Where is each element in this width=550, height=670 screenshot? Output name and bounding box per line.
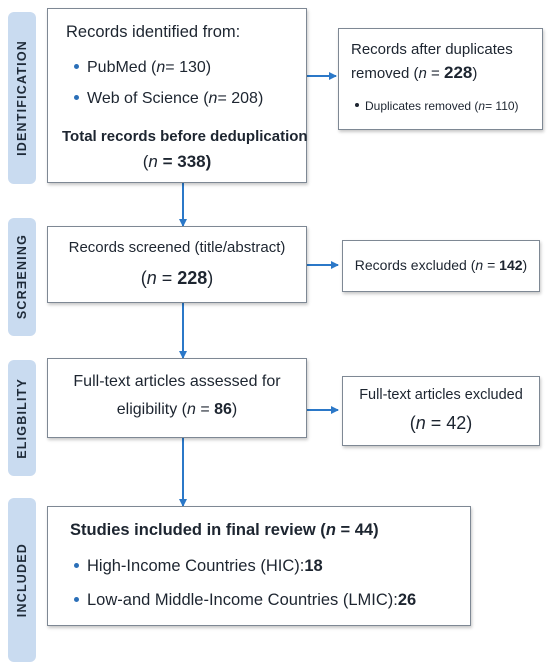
dedup-box: Records after duplicates removed (n = 22…: [338, 28, 543, 130]
identification-heading: Records identified from:: [66, 23, 241, 41]
fulltext-n: n: [415, 413, 426, 433]
dedup-line2: removed (n = 228): [351, 63, 477, 83]
hic-value: 18: [304, 557, 323, 575]
screening-close: ): [207, 268, 214, 288]
total-records-value: (n = 338): [48, 152, 306, 172]
source-pubmed-n: n: [156, 59, 166, 76]
total-n: n: [148, 152, 158, 171]
included-eq: =: [335, 521, 355, 539]
source-pubmed-label: PubMed (: [87, 59, 157, 76]
duplicates-n: n: [478, 99, 486, 113]
dedup-pre: removed (: [351, 65, 419, 82]
source-web-of-science: Web of Science (n = 208): [74, 90, 263, 108]
duplicates-value: = 110): [485, 99, 519, 113]
eligibility-box: Full-text articles assessed for eligibil…: [47, 358, 307, 438]
phase-eligibility: ELIGBILITY: [8, 360, 36, 476]
fulltext-excluded-line2: (n = 42): [343, 413, 539, 434]
included-n: n: [325, 521, 336, 539]
duplicates-removed: Duplicates removed (n = 110): [355, 99, 519, 113]
total-records-label: Total records before deduplication: [62, 128, 308, 145]
eligibility-close: ): [231, 401, 238, 418]
total-open: (: [142, 152, 149, 171]
lmic-label: Low-and Middle-Income Countries (LMIC):: [87, 591, 398, 609]
excluded-text: Records excluded (n = 142): [343, 257, 539, 273]
excluded-box: Records excluded (n = 142): [342, 240, 540, 292]
excluded-eq: =: [483, 257, 500, 273]
screening-n: n: [146, 268, 157, 288]
duplicates-label: Duplicates removed (: [365, 99, 479, 113]
screening-value: 228: [177, 268, 208, 288]
dedup-line1: Records after duplicates: [351, 41, 513, 58]
dedup-n: n: [418, 65, 427, 82]
bullet-dot: [355, 103, 359, 107]
source-wos-n: n: [208, 90, 218, 107]
fulltext-eq: =: [425, 413, 447, 433]
included-box: Studies included in final review (n = 44…: [47, 506, 471, 626]
screening-open: (: [140, 268, 147, 288]
bullet-dot: [74, 597, 79, 602]
hic-label: High-Income Countries (HIC):: [87, 557, 305, 575]
fulltext-value: 42: [446, 413, 467, 433]
fulltext-open: (: [409, 413, 416, 433]
eligibility-line1: Full-text articles assessed for: [73, 373, 281, 390]
included-close: ): [373, 521, 379, 539]
source-pubmed: PubMed (n = 130): [74, 59, 211, 77]
fulltext-excluded-line1: Full-text articles excluded: [359, 387, 523, 403]
eligibility-eq: =: [195, 401, 215, 418]
fulltext-excluded-box: Full-text articles excluded (n = 42): [342, 376, 540, 446]
excluded-n: n: [475, 257, 484, 273]
lmic-value: 26: [397, 591, 417, 609]
identification-box: Records identified from: PubMed (n = 130…: [47, 8, 308, 183]
bullet-dot: [74, 563, 79, 568]
excluded-label: Records excluded (: [354, 257, 476, 273]
total-value: = 338): [157, 152, 212, 171]
bullet-dot: [74, 64, 79, 69]
dedup-eq: =: [426, 65, 444, 82]
dedup-close: ): [472, 65, 478, 82]
included-value: 44: [354, 521, 374, 539]
dedup-value: 228: [443, 63, 473, 82]
source-wos-value: = 208): [217, 90, 264, 107]
eligibility-value: 86: [214, 401, 232, 418]
eligibility-line2: eligibility (n = 86): [48, 401, 306, 419]
source-pubmed-value: = 130): [165, 59, 212, 76]
source-wos-label: Web of Science (: [87, 90, 209, 107]
included-item-hic: High-Income Countries (HIC): 18: [74, 557, 323, 576]
fulltext-close: ): [466, 413, 473, 433]
screening-eq: =: [156, 268, 178, 288]
bullet-dot: [74, 95, 79, 100]
excluded-value: 142: [499, 257, 523, 273]
phase-screening: SCRƎENING: [8, 218, 36, 336]
included-pre: Studies included in final review (: [70, 521, 326, 539]
screening-box: Records screened (title/abstract) (n = 2…: [47, 226, 307, 303]
eligibility-pre: eligibility (: [116, 401, 187, 418]
phase-identification: IDENTIFICATION: [8, 12, 36, 184]
eligibility-n: n: [186, 401, 196, 418]
included-heading: Studies included in final review (n = 44…: [70, 521, 379, 540]
excluded-close: ): [522, 257, 528, 273]
screening-line1: Records screened (title/abstract): [68, 239, 286, 256]
screening-line2: (n = 228): [48, 268, 306, 289]
included-item-lmic: Low-and Middle-Income Countries (LMIC): …: [74, 591, 416, 610]
phase-included: INCLUDED: [8, 498, 36, 662]
